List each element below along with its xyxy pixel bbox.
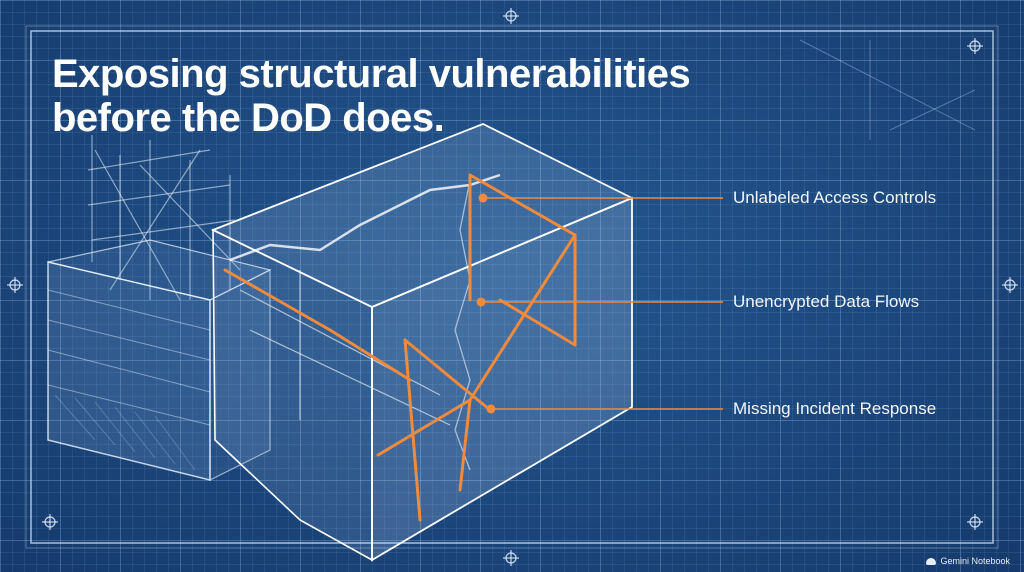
orange-beams [223,173,577,522]
internal-fracture [454,179,471,471]
title-line-1: Exposing structural vulnerabilities [52,52,691,96]
callout-label-data-flows: Unencrypted Data Flows [733,292,920,311]
watermark-text: Gemini Notebook [940,556,1010,566]
callout-leaders [481,197,723,410]
crosshair-icon [503,8,519,24]
crosshair-icon [42,514,58,530]
callout-dots [476,193,496,414]
callout-label-access-controls: Unlabeled Access Controls [733,188,937,207]
scaffold-wireframe [87,135,241,301]
outer-frame [30,30,994,544]
outer-frame-inner [25,25,999,549]
callout-dot-1 [478,193,488,203]
title-line-2: before the DoD does. [52,96,445,140]
transparent-block [210,123,635,562]
callout-dot-2 [476,297,486,307]
block-side-face [212,228,373,562]
callout-dot-3 [486,404,496,414]
terrain-block [47,239,272,481]
construction-lines [799,39,976,140]
crosshair-icon [1002,277,1018,293]
notebook-icon [926,557,937,565]
surface-crack [229,173,501,262]
crosshair-icon [7,277,23,293]
callout-label-incident-response: Missing Incident Response [733,399,937,418]
watermark: Gemini Notebook [926,556,1010,566]
page-title: Exposing structural vulnerabilities befo… [52,52,691,140]
crosshair-icon [967,38,983,54]
crosshair-icon [967,514,983,530]
crosshair-marks [7,8,1018,566]
crosshair-icon [503,550,519,566]
